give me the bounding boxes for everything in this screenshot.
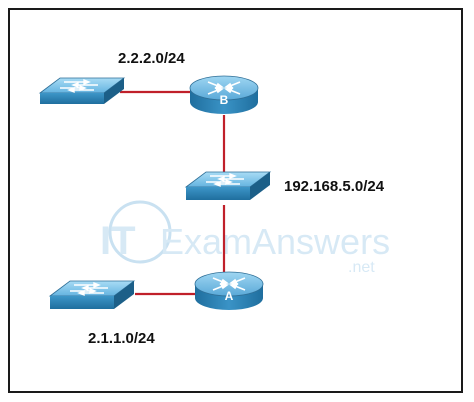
svg-text:.net: .net <box>348 259 375 276</box>
network-label-a-lan: 2.1.1.0/24 <box>88 330 155 347</box>
network-label-b-lan: 2.2.2.0/24 <box>118 50 185 67</box>
svg-text:ExamAnswers: ExamAnswers <box>160 221 390 262</box>
diagram-frame <box>8 8 463 393</box>
svg-text:IT: IT <box>100 219 136 263</box>
core-switch-icon <box>184 171 272 200</box>
router-icon <box>189 75 259 114</box>
router-icon <box>194 271 264 310</box>
switch-icon <box>38 77 126 104</box>
watermark-logo: IT ExamAnswers .net <box>100 200 390 276</box>
router-b-label: B <box>220 93 229 107</box>
switch-icon <box>48 280 136 309</box>
router-a-label: A <box>225 289 234 303</box>
network-label-core: 192.168.5.0/24 <box>284 178 385 195</box>
links <box>120 90 226 296</box>
